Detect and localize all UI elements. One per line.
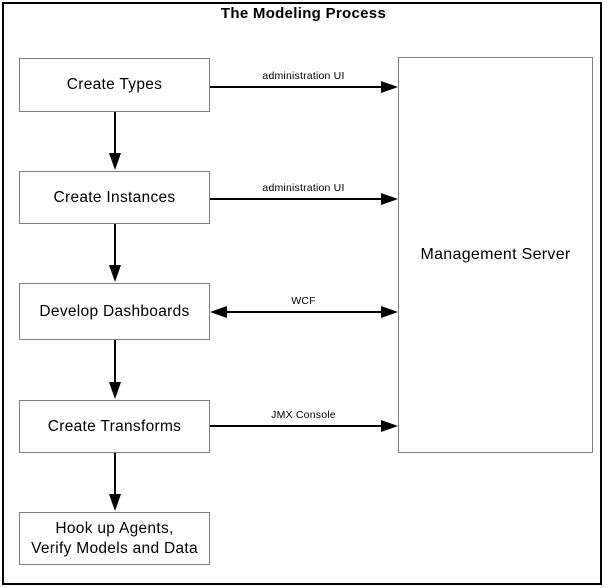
node-label-line-2: Verify Models and Data — [31, 539, 198, 557]
node-label: Create Instances — [53, 188, 176, 206]
arrow-develop-dashboards-server-bidirectional — [210, 306, 398, 318]
node-label: Create Transforms — [47, 417, 182, 435]
node-management-server: Management Server — [398, 57, 593, 453]
node-develop-dashboards: Develop Dashboards — [19, 283, 210, 340]
connection-label-administration-ui-2: administration UI — [262, 182, 345, 194]
node-hook-up-agents: Hook up Agents, Verify Models and Data — [19, 512, 210, 565]
node-create-transforms: Create Transforms — [19, 400, 210, 453]
diagram-title: The Modeling Process — [220, 5, 387, 22]
node-label-line-1: Hook up Agents, — [55, 519, 174, 537]
arrow-create-types-to-create-instances — [109, 112, 121, 170]
node-label: Management Server — [420, 246, 571, 263]
arrow-create-instances-to-server — [210, 193, 398, 205]
arrow-create-instances-to-develop-dashboards — [109, 224, 121, 282]
node-create-instances: Create Instances — [19, 171, 210, 224]
node-label: Create Types — [66, 76, 163, 93]
node-label: Develop Dashboards — [39, 302, 190, 320]
arrow-create-transforms-to-server — [210, 420, 398, 432]
connection-label-wcf: WCF — [291, 295, 316, 307]
node-create-types: Create Types — [19, 58, 210, 112]
arrow-create-transforms-to-hook-up-agents — [109, 453, 121, 511]
connection-label-administration-ui-1: administration UI — [262, 70, 345, 82]
connection-label-jmx-console: JMX Console — [271, 409, 336, 421]
arrow-develop-dashboards-to-create-transforms — [109, 340, 121, 399]
arrow-create-types-to-server — [210, 81, 398, 93]
